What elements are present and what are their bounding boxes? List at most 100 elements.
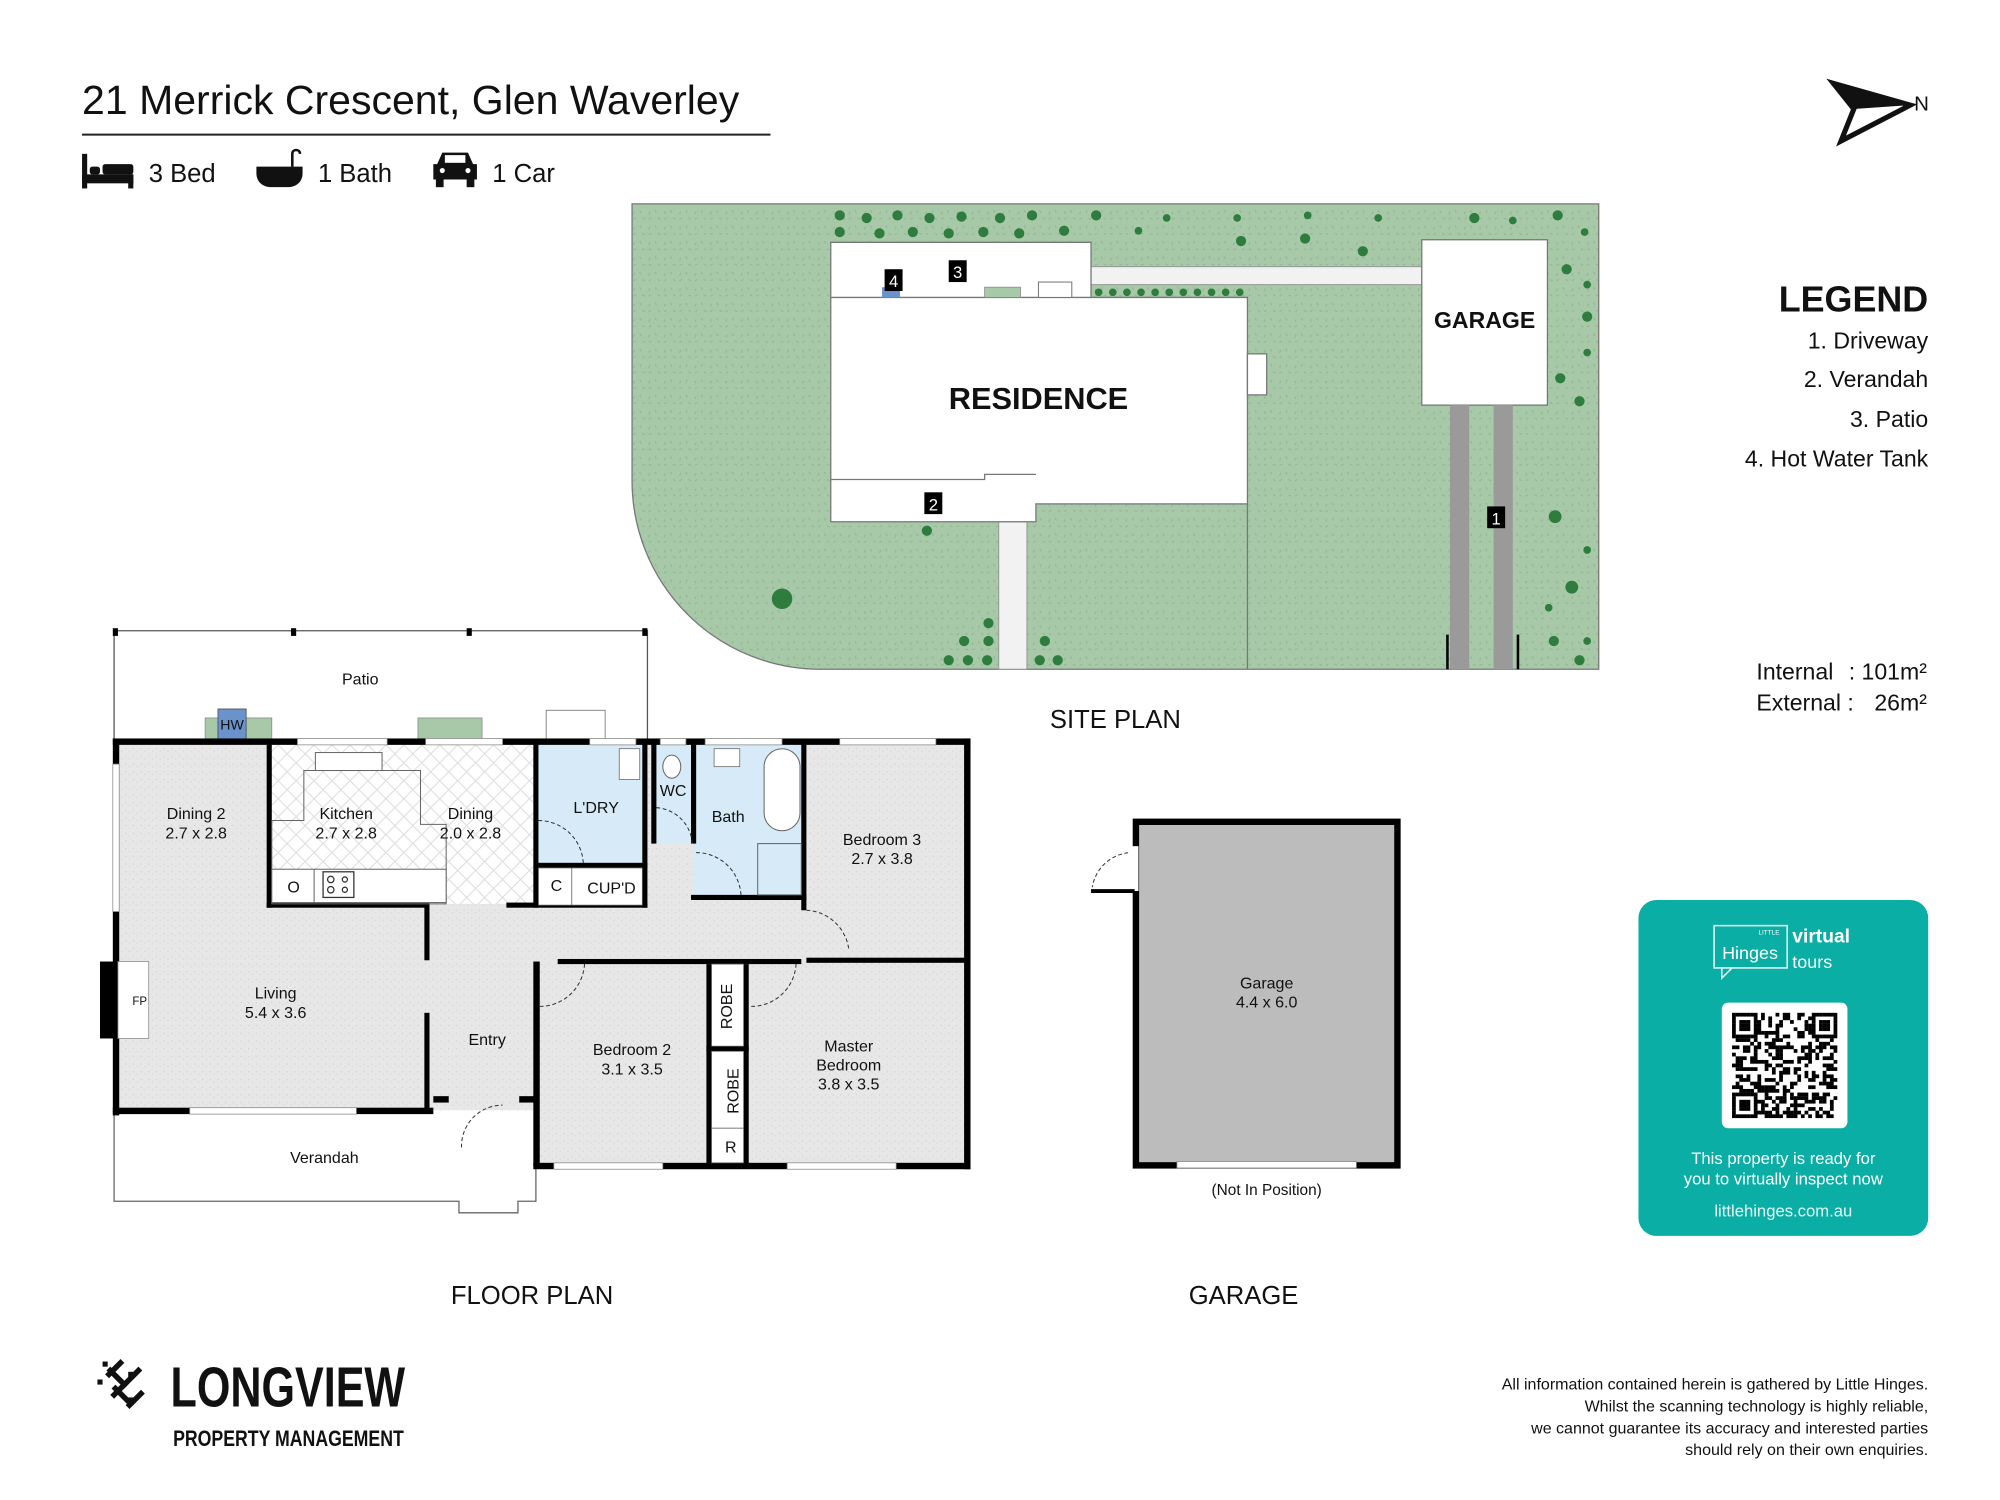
side-path bbox=[1090, 266, 1423, 286]
qr-module bbox=[1779, 1023, 1783, 1028]
qr-module bbox=[1815, 1074, 1820, 1079]
qr-module bbox=[1761, 1012, 1765, 1017]
qr-module bbox=[1786, 1045, 1791, 1050]
room-size: 2.0 x 2.8 bbox=[440, 824, 502, 842]
qr-module bbox=[1764, 1041, 1769, 1046]
qr-module bbox=[1829, 1067, 1834, 1071]
qr-module bbox=[1790, 1020, 1794, 1024]
qr-module bbox=[1757, 1023, 1762, 1028]
qr-module bbox=[1735, 1067, 1740, 1071]
qr-module bbox=[1822, 1045, 1827, 1050]
qr-module bbox=[1742, 1092, 1747, 1097]
qr-module bbox=[1811, 1096, 1816, 1100]
qr-module bbox=[1771, 1041, 1776, 1046]
qr-code[interactable] bbox=[1732, 1012, 1838, 1119]
qr-module bbox=[1808, 1099, 1812, 1104]
tour-url-link[interactable]: littlehinges.com.au bbox=[1714, 1202, 1852, 1221]
robe-label: ROBE bbox=[724, 1068, 742, 1113]
svg-text:2: 2 bbox=[929, 495, 938, 514]
entry-label: Entry bbox=[468, 1031, 505, 1049]
disclaimer-line: Whilst the scanning technology is highly… bbox=[1585, 1398, 1929, 1416]
qr-module bbox=[1822, 1099, 1827, 1104]
qr-module bbox=[1800, 1114, 1805, 1119]
qr-module bbox=[1771, 1070, 1776, 1075]
qr-module bbox=[1804, 1096, 1809, 1100]
qr-module bbox=[1753, 1049, 1758, 1053]
qr-module bbox=[1779, 1056, 1783, 1061]
garage-footprint bbox=[1421, 239, 1549, 406]
residence-footprint bbox=[830, 241, 1249, 523]
qr-module bbox=[1826, 1114, 1831, 1119]
qr-module bbox=[1826, 1085, 1831, 1090]
qr-module bbox=[1739, 1085, 1744, 1090]
qr-module bbox=[1739, 1078, 1744, 1082]
qr-module bbox=[1746, 1038, 1751, 1042]
qr-module bbox=[1739, 1012, 1744, 1017]
qr-module bbox=[1793, 1114, 1798, 1119]
qr-module bbox=[1829, 1045, 1834, 1050]
qr-module bbox=[1742, 1023, 1747, 1028]
qr-module bbox=[1739, 1038, 1744, 1042]
qr-module bbox=[1829, 1012, 1834, 1017]
site-marker-1: 1 bbox=[1487, 506, 1506, 528]
svg-text:3: 3 bbox=[953, 263, 962, 282]
qr-module bbox=[1761, 1110, 1765, 1115]
qr-module bbox=[1829, 1038, 1834, 1042]
qr-module bbox=[1775, 1052, 1780, 1057]
qr-module bbox=[1750, 1041, 1754, 1046]
qr-module bbox=[1775, 1081, 1780, 1086]
qr-module bbox=[1753, 1023, 1758, 1028]
svg-text:1: 1 bbox=[1492, 509, 1501, 528]
qr-module bbox=[1804, 1110, 1809, 1115]
qr-module bbox=[1761, 1085, 1765, 1090]
qr-module bbox=[1829, 1034, 1834, 1039]
qr-module bbox=[1793, 1099, 1798, 1104]
qr-module bbox=[1786, 1041, 1791, 1046]
qr-module bbox=[1811, 1085, 1816, 1090]
qr-module bbox=[1768, 1030, 1773, 1035]
qr-module bbox=[1768, 1114, 1773, 1119]
room-name: L'DRY bbox=[573, 799, 619, 817]
qr-module bbox=[1790, 1096, 1794, 1100]
qr-module bbox=[1800, 1034, 1805, 1039]
qr-module bbox=[1808, 1085, 1812, 1090]
qr-module bbox=[1764, 1110, 1769, 1115]
qr-module bbox=[1732, 1012, 1736, 1017]
qr-module bbox=[1742, 1038, 1747, 1042]
hot-water-unit bbox=[217, 708, 247, 742]
qr-module bbox=[1815, 1012, 1820, 1017]
qr-module bbox=[1790, 1110, 1794, 1115]
qr-module bbox=[1732, 1027, 1736, 1032]
qr-module bbox=[1819, 1096, 1823, 1100]
virtual-tour-card[interactable]: LITTLE Hinges virtual tours This propert… bbox=[1638, 900, 1929, 1236]
room-name: Bedroom bbox=[816, 1057, 881, 1075]
disclaimer-line: we cannot guarantee its accuracy and int… bbox=[1530, 1419, 1928, 1437]
qr-module bbox=[1750, 1067, 1754, 1071]
room-name: Bath bbox=[712, 808, 745, 826]
room-name: Kitchen bbox=[319, 805, 372, 823]
qr-module bbox=[1735, 1059, 1740, 1064]
trees bbox=[771, 210, 1593, 666]
qr-module bbox=[1819, 1034, 1823, 1039]
qr-module bbox=[1775, 1096, 1780, 1100]
qr-module bbox=[1742, 1034, 1747, 1039]
qr-module bbox=[1775, 1056, 1780, 1061]
qr-module bbox=[1822, 1063, 1827, 1068]
qr-module bbox=[1782, 1059, 1787, 1064]
qr-module bbox=[1808, 1056, 1812, 1061]
qr-module bbox=[1797, 1078, 1802, 1082]
qr-module bbox=[1822, 1070, 1827, 1075]
qr-module bbox=[1790, 1045, 1794, 1050]
qr-module bbox=[1797, 1059, 1802, 1064]
qr-module bbox=[1822, 1023, 1827, 1028]
qr-module bbox=[1819, 1023, 1823, 1028]
property-title: 21 Merrick Crescent, Glen Waverley bbox=[82, 77, 740, 123]
qr-module bbox=[1761, 1107, 1765, 1111]
qr-module bbox=[1815, 1034, 1820, 1039]
qr-module bbox=[1826, 1012, 1831, 1017]
qr-module bbox=[1732, 1114, 1736, 1119]
north-label: N bbox=[1914, 92, 1929, 115]
qr-module bbox=[1797, 1016, 1802, 1021]
qr-module bbox=[1750, 1081, 1754, 1086]
qr-module bbox=[1833, 1059, 1838, 1064]
